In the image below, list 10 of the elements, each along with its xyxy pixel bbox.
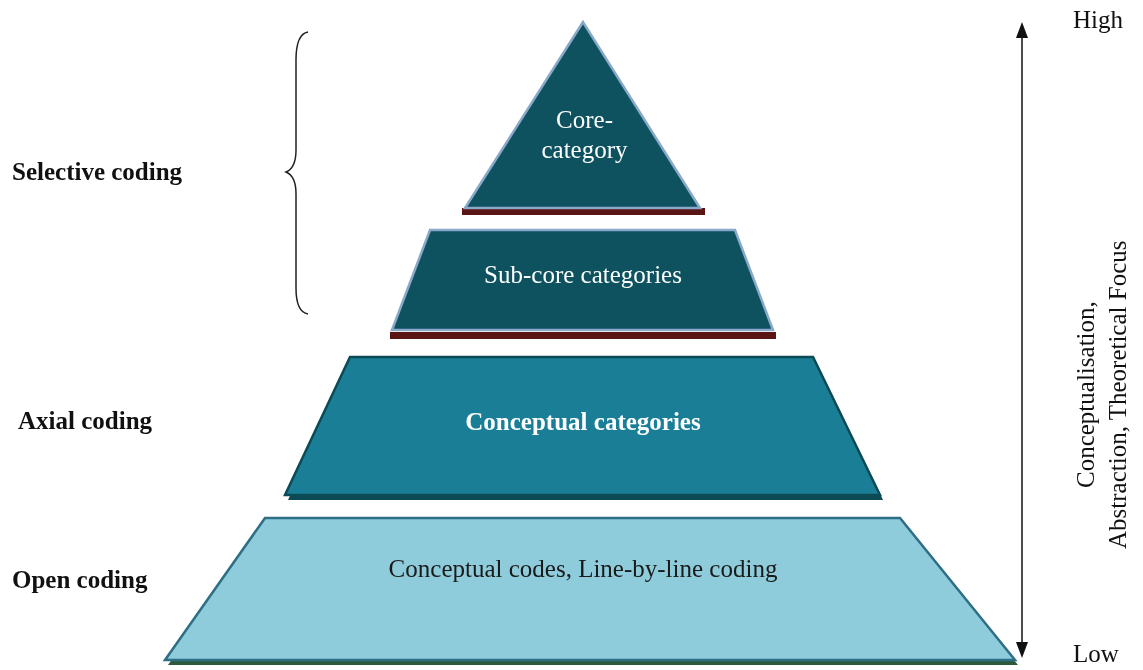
stage-label: Open coding [12, 566, 148, 594]
stage-label: Axial coding [18, 407, 153, 435]
layer-label: Core-category [540, 105, 629, 165]
layer-label: Conceptual codes, Line-by-line coding [387, 554, 779, 584]
scale-label: High [1073, 6, 1123, 34]
scale-label: Low [1073, 640, 1119, 668]
axis-title: Conceptualisation, Abstraction, Theoretical Focus [1071, 240, 1132, 550]
stage-label: Selective coding [12, 158, 183, 186]
layer-label: Sub-core categories [483, 260, 683, 290]
layer-label: Conceptual categories [464, 407, 702, 437]
